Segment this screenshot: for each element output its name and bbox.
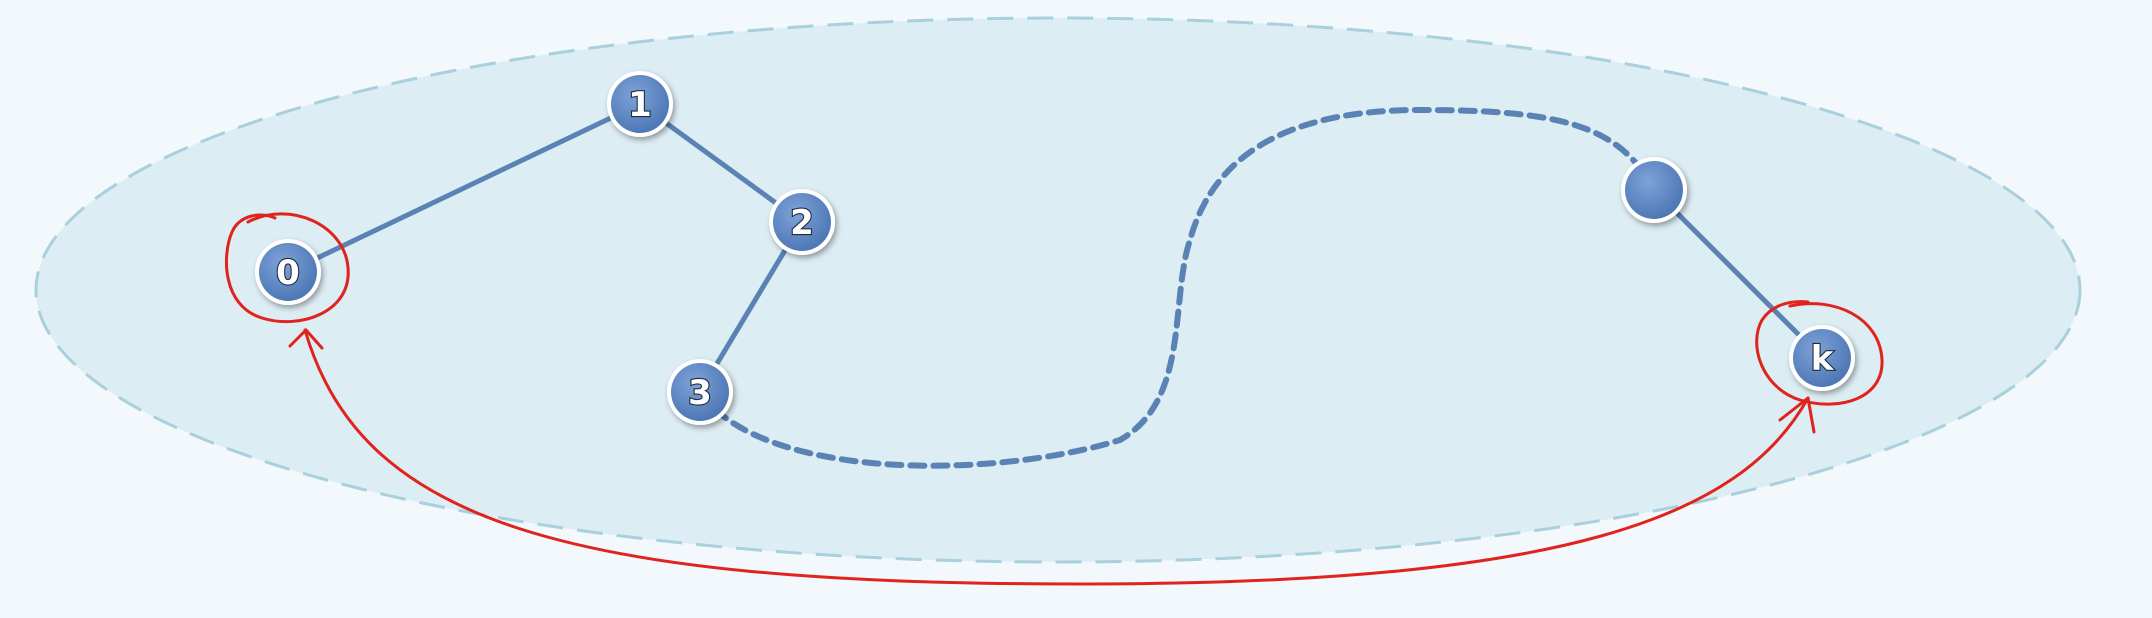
edge-2-3 bbox=[697, 219, 805, 395]
edge-u-k bbox=[1651, 187, 1825, 361]
node-label-3: 3 bbox=[688, 373, 712, 413]
node-label-1: 1 bbox=[628, 85, 652, 125]
node-u bbox=[1621, 157, 1687, 223]
node-k: k bbox=[1789, 325, 1855, 391]
node-label-2: 2 bbox=[790, 203, 814, 243]
node-disc-3 bbox=[671, 363, 729, 421]
node-disc-0 bbox=[259, 243, 317, 301]
arrowhead-0-icon bbox=[288, 328, 324, 350]
node-disc-u bbox=[1625, 161, 1683, 219]
node-label-0: 0 bbox=[276, 253, 300, 293]
edge-3-u bbox=[697, 106, 1657, 469]
nodes-layer: 0 1 2 3 k bbox=[255, 71, 1855, 425]
annotation-layer bbox=[225, 212, 1884, 586]
node-2: 2 bbox=[769, 189, 835, 255]
edge-1-2 bbox=[637, 101, 805, 225]
node-0: 0 bbox=[255, 239, 321, 305]
region-ellipse bbox=[34, 16, 2082, 564]
annotation-arrow-curve bbox=[303, 328, 1810, 586]
edges-layer bbox=[285, 101, 1825, 469]
edge-0-1 bbox=[285, 101, 643, 275]
arrowhead-k-icon bbox=[1778, 396, 1816, 434]
node-disc-k bbox=[1793, 329, 1851, 387]
node-label-k: k bbox=[1811, 339, 1835, 379]
node-disc-1 bbox=[611, 75, 669, 133]
node-1: 1 bbox=[607, 71, 673, 137]
annotation-circle-k bbox=[1755, 300, 1884, 406]
node-disc-2 bbox=[773, 193, 831, 251]
annotation-circle-0 bbox=[225, 212, 350, 324]
node-3: 3 bbox=[667, 359, 733, 425]
